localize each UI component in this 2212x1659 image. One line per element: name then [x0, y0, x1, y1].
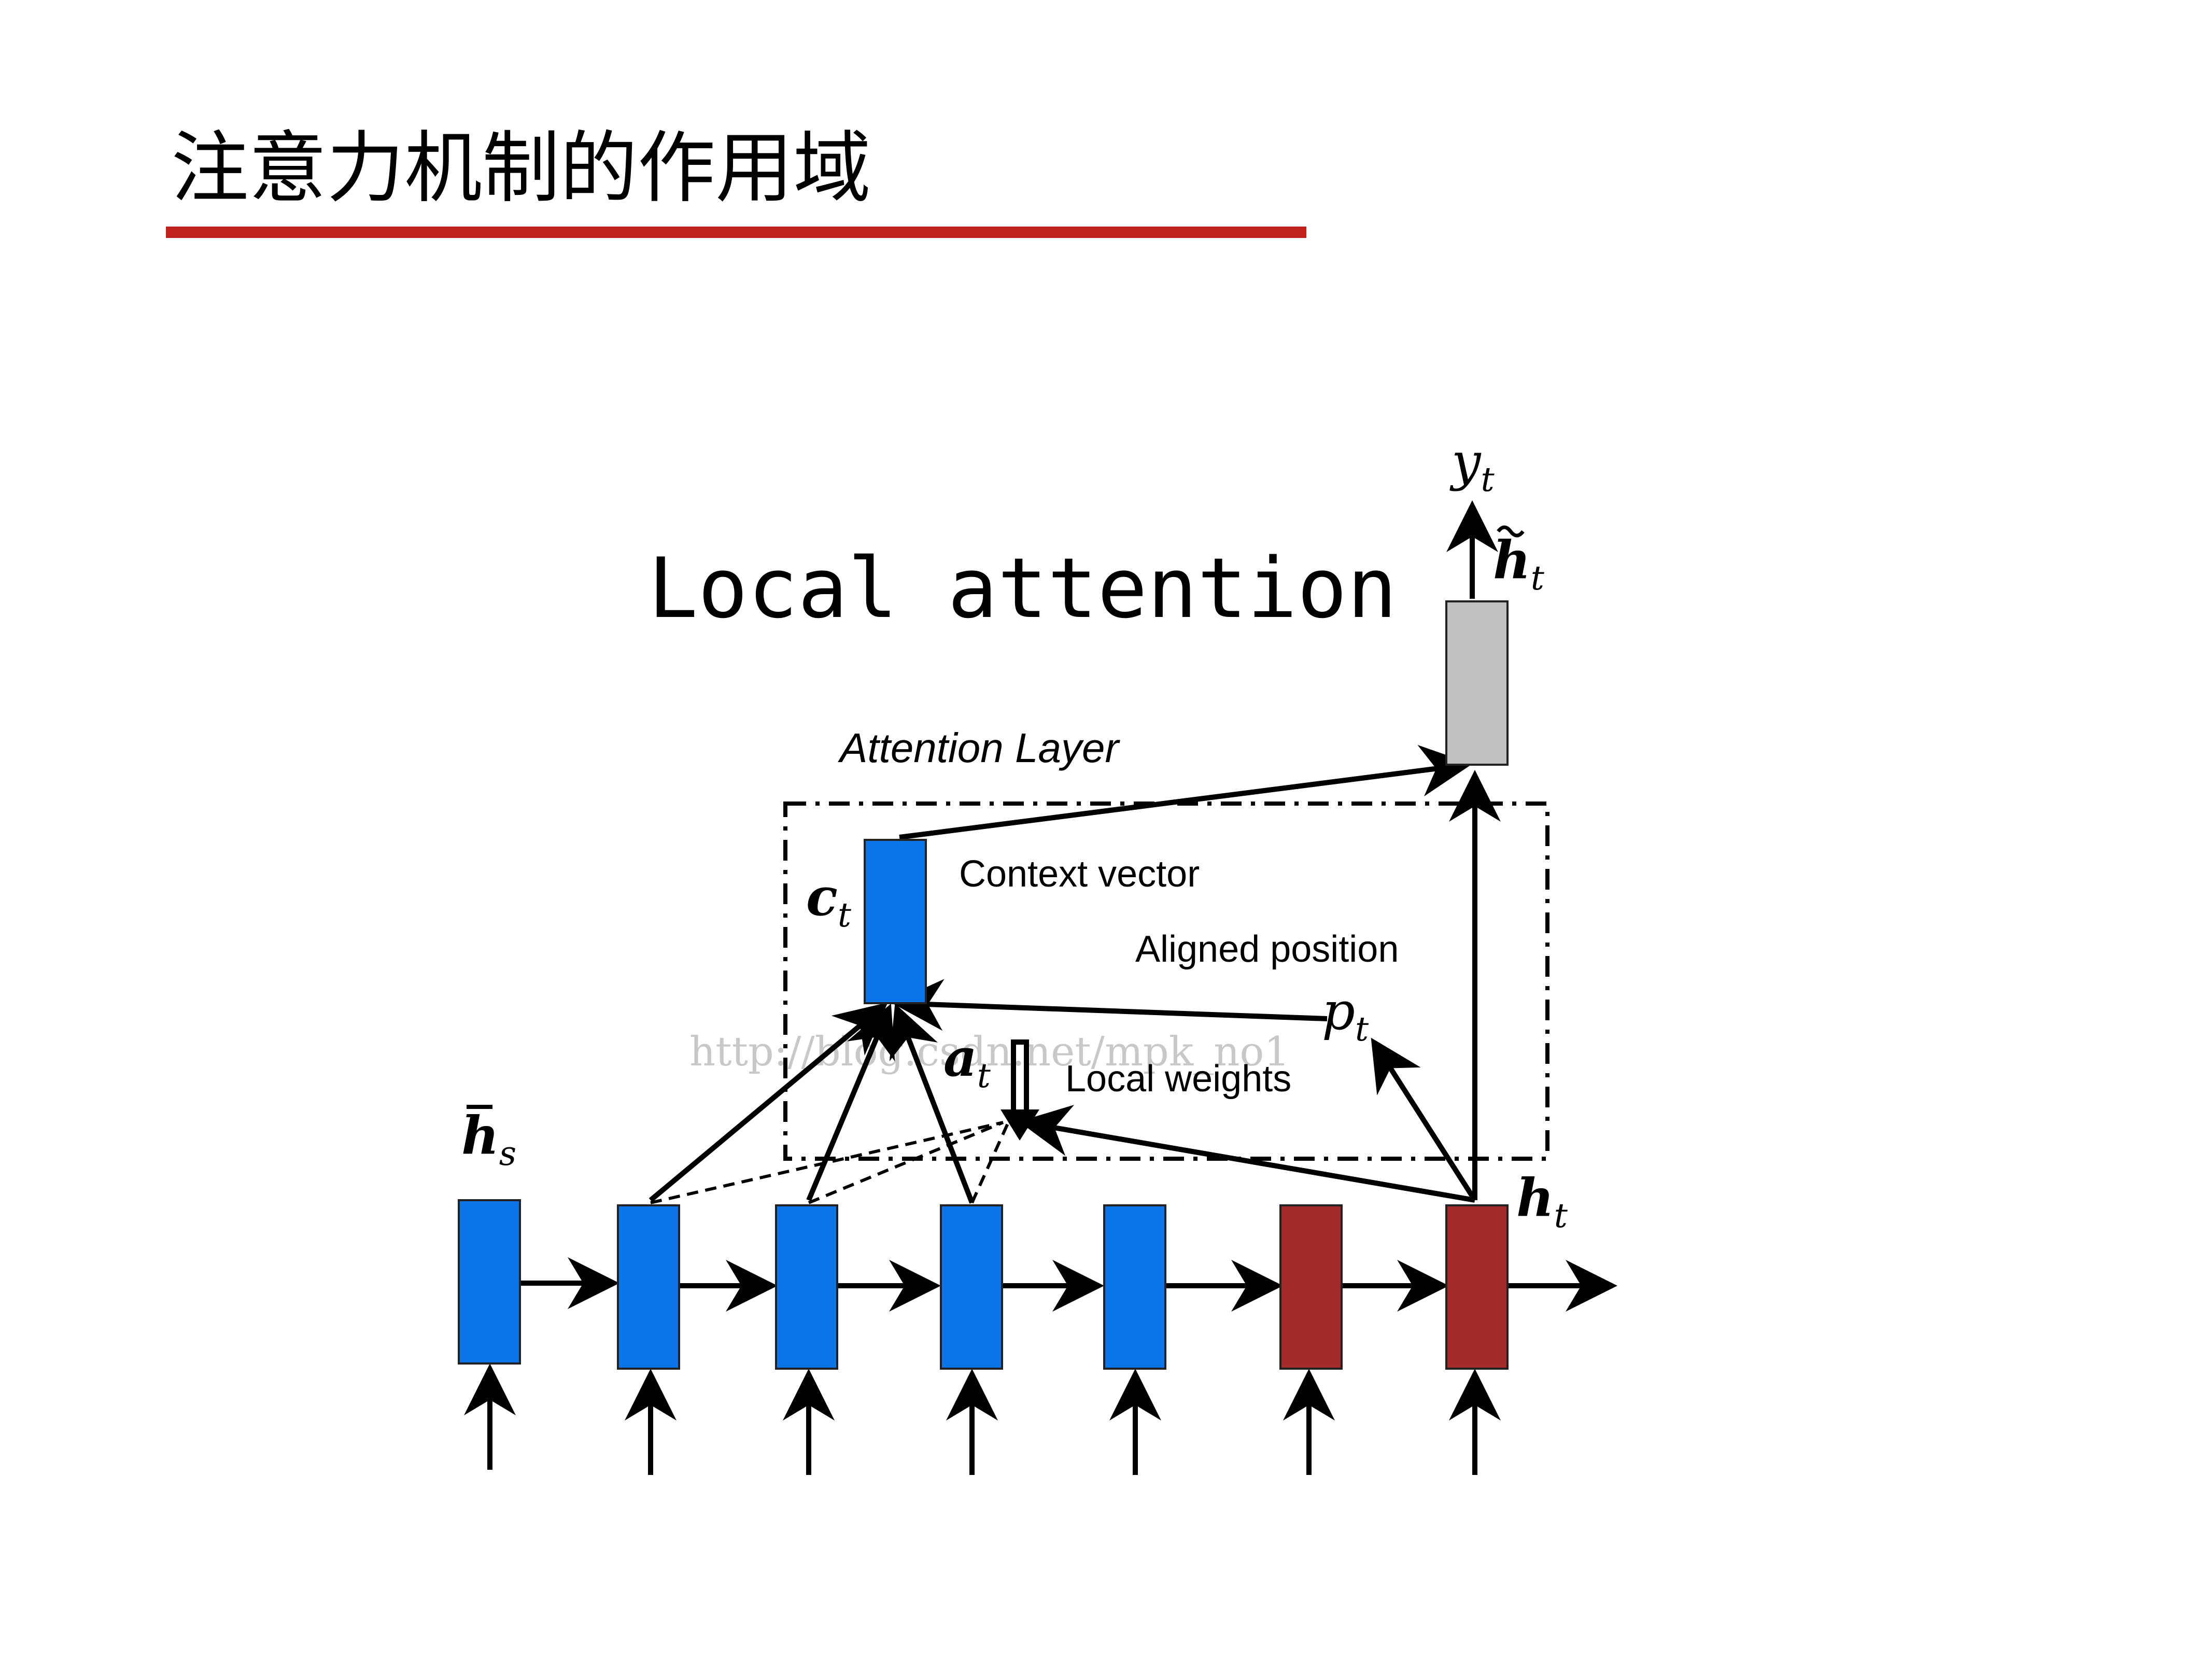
pt-symbol: pt — [1322, 981, 1369, 1049]
ht-to-pt-arrow — [1371, 1037, 1477, 1202]
ct-symbol-base: c — [806, 866, 838, 927]
attention-layer-label: Attention Layer — [838, 725, 1120, 771]
context-vector-label: Context vector — [959, 853, 1200, 895]
slide-title: 注意力机制的作用域 — [171, 123, 871, 214]
source-state-4 — [940, 1204, 1003, 1370]
ht-tilde-symbol: ht — [1493, 529, 1545, 598]
ct-symbol: ct — [806, 866, 852, 935]
ct-to-output-arrow — [899, 744, 1472, 840]
title-underline — [166, 227, 1306, 238]
attentional-output-cell — [1445, 600, 1509, 766]
context-arrows — [649, 500, 1501, 1204]
hs-symbol-base: h — [461, 1105, 499, 1166]
watermark-text: http://blog.csdn.net/mpk_no1 — [689, 1029, 1290, 1075]
source-states — [458, 1199, 1166, 1370]
source-state-1 — [458, 1199, 521, 1365]
ht-tilde-symbol-base: h — [1493, 529, 1531, 591]
input-arrows — [464, 1363, 1501, 1475]
yt-symbol-base: y — [1449, 431, 1482, 492]
diagram-heading: Local attention — [648, 540, 1397, 637]
ht-symbol-base: h — [1516, 1167, 1554, 1228]
at-symbol-base: a — [943, 1027, 977, 1088]
local-weights-arrow — [1001, 1039, 1039, 1141]
aligned-position-label: Aligned position — [1135, 929, 1399, 970]
pt-symbol-sub: t — [1355, 1010, 1369, 1049]
yt-symbol: yt — [1449, 431, 1495, 499]
yt-symbol-sub: t — [1481, 460, 1495, 499]
hs-symbol-sub: s — [499, 1134, 516, 1173]
local-weights-label: Local weights — [1065, 1058, 1291, 1100]
ht-symbol: ht — [1516, 1167, 1568, 1235]
ht-tilde-mark — [1497, 525, 1525, 538]
recurrent-chain — [521, 1257, 1617, 1312]
target-state-1 — [1279, 1204, 1343, 1370]
at-symbol: at — [943, 1027, 991, 1095]
context-arrow-2 — [806, 1003, 895, 1201]
target-states — [1279, 1204, 1509, 1370]
local-weights-head — [1001, 1109, 1039, 1141]
pt-symbol-base: p — [1322, 981, 1355, 1042]
ht-to-local-weights-arrow — [1019, 1105, 1475, 1203]
hs-symbol: hs — [461, 1105, 516, 1173]
ht-tilde-symbol-sub: t — [1531, 559, 1545, 598]
ct-symbol-sub: t — [838, 896, 852, 935]
source-state-5 — [1103, 1204, 1166, 1370]
source-state-2 — [617, 1204, 680, 1370]
context-vector-cell — [864, 839, 927, 1004]
ht-symbol-sub: t — [1554, 1197, 1568, 1235]
source-state-3 — [775, 1204, 838, 1370]
aligned-position-to-ct-arrow — [892, 979, 1328, 1031]
at-symbol-sub: t — [977, 1057, 991, 1095]
context-arrow-3 — [889, 1003, 975, 1204]
dashed-line-3 — [970, 1121, 1010, 1204]
dashed-line-2 — [808, 1121, 1004, 1204]
target-state-2 — [1445, 1204, 1509, 1370]
context-arrow-1 — [649, 1002, 888, 1202]
title-underline-bar — [166, 227, 1306, 238]
